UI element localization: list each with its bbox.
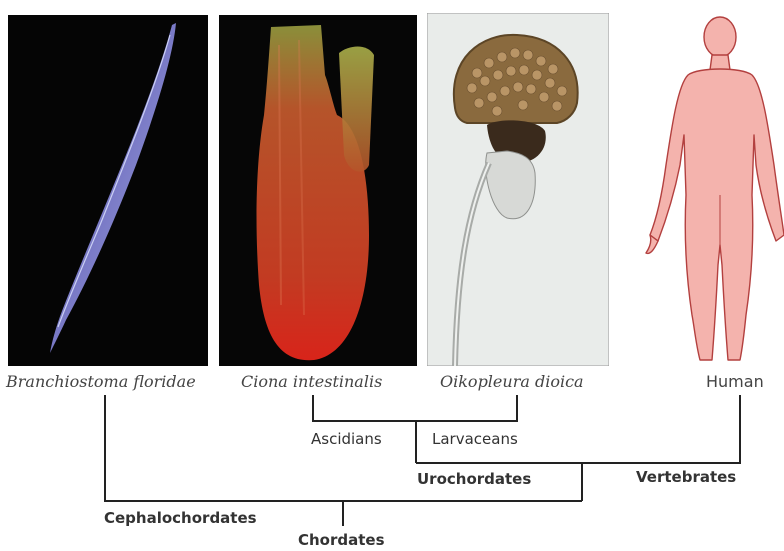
label-ascidians: Ascidians xyxy=(311,430,382,448)
caption-branchiostoma: Branchiostoma floridae xyxy=(6,372,196,391)
label-larvaceans: Larvaceans xyxy=(432,430,518,448)
caption-oikopleura: Oikopleura dioica xyxy=(440,372,584,391)
label-cephalochordates: Cephalochordates xyxy=(104,509,257,527)
label-chordates: Chordates xyxy=(298,531,385,549)
label-urochordates: Urochordates xyxy=(417,470,531,488)
caption-ciona: Ciona intestinalis xyxy=(241,372,382,391)
caption-human: Human xyxy=(706,372,764,391)
label-vertebrates: Vertebrates xyxy=(636,468,736,486)
